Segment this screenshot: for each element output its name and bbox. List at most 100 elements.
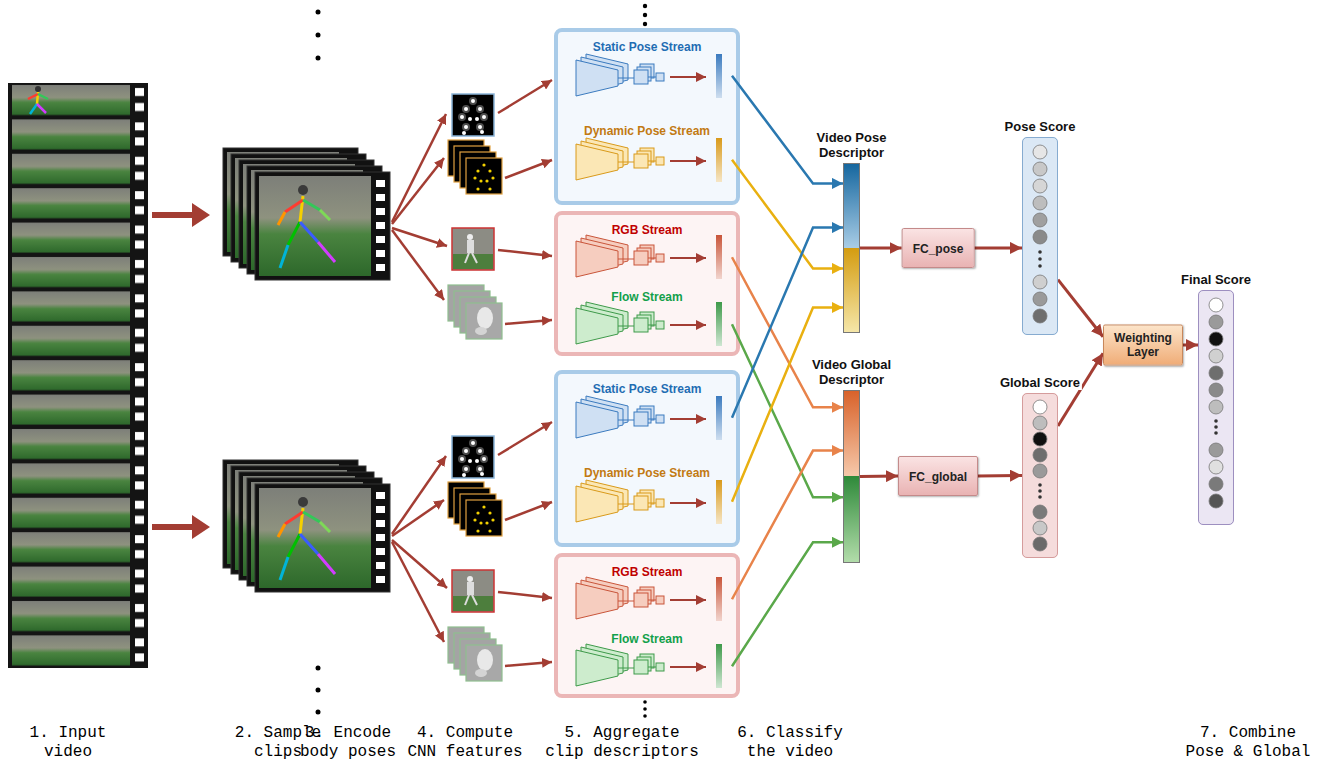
ellipsis-dots xyxy=(316,4,648,718)
clip-arrows-part xyxy=(392,228,447,246)
score-ellipsis-part xyxy=(1214,419,1218,423)
clip-arrows-part xyxy=(392,158,444,224)
ellipsis-dots-part xyxy=(316,710,321,715)
score-column: Pose Score xyxy=(1022,137,1058,335)
filmstrip-skeleton-part xyxy=(38,94,48,99)
big-arrow-part xyxy=(152,515,210,539)
connector-arrow xyxy=(860,247,902,250)
heading-label: Video Pose Descriptor xyxy=(806,130,898,160)
score-circles-part xyxy=(1033,230,1047,244)
score-circles-part xyxy=(1209,477,1223,491)
clip-arrows-part xyxy=(392,114,446,222)
stream-block: Static Pose Stream xyxy=(562,34,732,116)
score-column: Global Score xyxy=(1022,393,1058,558)
filmstrip-skeleton-part xyxy=(28,94,38,99)
box-label: FC_pose xyxy=(913,242,964,256)
clip-arrows xyxy=(392,114,447,642)
step-label: 4. Compute CNN features xyxy=(405,724,525,762)
stream-block: RGB Stream xyxy=(562,217,732,283)
score-ellipsis-part xyxy=(1038,264,1042,268)
heading-label: Global Score xyxy=(998,375,1082,390)
score-circles-part xyxy=(1209,349,1223,363)
stream-title: Dynamic Pose Stream xyxy=(584,124,710,138)
score-circles-part xyxy=(1033,145,1047,159)
stream-block: RGB Stream xyxy=(562,559,732,625)
descriptor-bar: Video Global Descriptor xyxy=(843,390,860,563)
stream-block: Dynamic Pose Stream xyxy=(562,118,732,200)
ellipsis-dots-part xyxy=(316,688,321,693)
filmstrip-skeleton xyxy=(28,86,48,114)
connector-arrow xyxy=(732,160,843,269)
connector-arrow xyxy=(1183,343,1198,346)
score-circles-part xyxy=(1033,464,1047,478)
filmstrip-skeleton-part xyxy=(37,104,46,113)
score-circles-part xyxy=(1209,400,1223,414)
score-ellipsis-part xyxy=(1038,489,1042,493)
connector-arrow xyxy=(732,324,843,497)
score-circles-part xyxy=(1033,309,1047,323)
clip-arrows-part xyxy=(392,456,446,534)
ellipsis-dots-part xyxy=(316,33,321,38)
stream-block: Flow Stream xyxy=(562,626,732,692)
clip-arrows-part xyxy=(392,542,444,642)
step-label: 5. Aggregate clip descriptors xyxy=(542,724,702,762)
score-circles xyxy=(1033,145,1223,551)
connector-arrow xyxy=(732,451,843,600)
score-column-fill xyxy=(1022,393,1058,558)
weighting-box: Weighting Layer xyxy=(1103,325,1183,366)
stream-title: Static Pose Stream xyxy=(593,382,702,396)
stream-block: Dynamic Pose Stream xyxy=(562,460,732,542)
stream-title: Flow Stream xyxy=(611,632,682,646)
score-column: Final Score xyxy=(1198,290,1234,525)
heading-label: Pose Score xyxy=(1003,119,1078,134)
connector-arrow xyxy=(860,475,898,479)
ellipsis-dots-part xyxy=(643,707,647,711)
fc-layer-box: FC_global xyxy=(898,456,978,496)
score-ellipsis-part xyxy=(1214,425,1218,429)
ellipsis-dots-part xyxy=(643,700,647,704)
box-label: Weighting Layer xyxy=(1110,331,1176,359)
score-circles-part xyxy=(1033,537,1047,551)
score-circles-part xyxy=(1209,494,1223,508)
stream-block: Flow Stream xyxy=(562,284,732,350)
score-circles-part xyxy=(1209,332,1223,346)
clip-arrows-part xyxy=(392,540,447,588)
big-arrow xyxy=(152,203,210,539)
connector-arrow xyxy=(732,308,843,502)
connector-arrow xyxy=(974,246,1022,249)
score-circles-part xyxy=(1209,315,1223,329)
score-circles-part xyxy=(1033,521,1047,535)
ellipsis-dots-part xyxy=(643,4,647,8)
ellipsis-dots-part xyxy=(643,13,647,17)
box-label: FC_global xyxy=(909,470,967,484)
heading-label: Video Global Descriptor xyxy=(806,357,898,387)
score-ellipsis-part xyxy=(1038,250,1042,254)
stream-column xyxy=(448,372,738,696)
ellipsis-dots-part xyxy=(316,666,321,671)
connector-arrow xyxy=(732,228,843,418)
stream-title: RGB Stream xyxy=(612,565,683,579)
score-circles-part xyxy=(1209,443,1223,457)
fc-layer-box: FC_pose xyxy=(902,228,975,268)
score-circles-part xyxy=(1033,416,1047,430)
filmstrip-skeleton-part xyxy=(30,104,37,114)
stream-title: Dynamic Pose Stream xyxy=(584,466,710,480)
score-column-fill xyxy=(1198,290,1234,525)
score-circles-part xyxy=(1209,298,1223,312)
clip-arrows-part xyxy=(392,230,444,300)
score-ellipsis-part xyxy=(1038,483,1042,487)
stream-title: Static Pose Stream xyxy=(593,40,702,54)
score-circles-part xyxy=(1033,275,1047,289)
clip-arrows-part xyxy=(392,500,444,536)
sampled-clip xyxy=(223,148,390,280)
score-circles-part xyxy=(1033,432,1047,446)
input-filmstrip xyxy=(8,83,148,668)
ellipsis-dots-part xyxy=(643,714,647,718)
score-circles-part xyxy=(1209,383,1223,397)
score-circles-part xyxy=(1033,292,1047,306)
score-circles-part xyxy=(1033,505,1047,519)
stream-block: Static Pose Stream xyxy=(562,376,732,458)
